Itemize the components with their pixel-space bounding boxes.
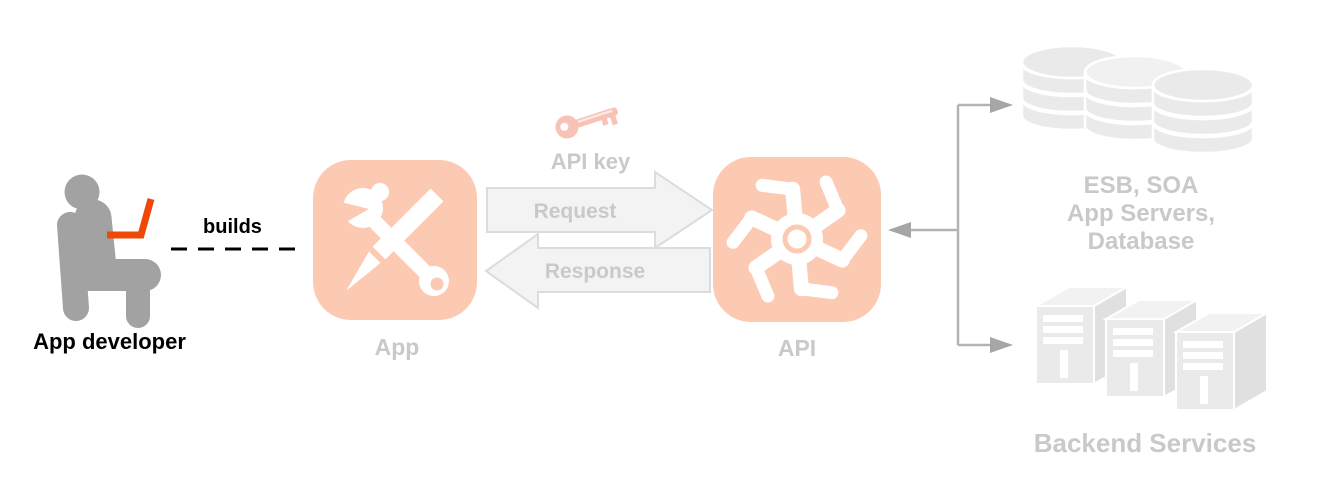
- server-tower: [1172, 311, 1271, 412]
- esb-line-2: App Servers,: [1066, 200, 1216, 227]
- wrench-prong-shape: [371, 183, 389, 201]
- turbine-icon: [713, 157, 881, 322]
- request-arrow-shape: [486, 170, 714, 250]
- person-at-laptop-icon: [57, 174, 161, 328]
- pencil-tip-shape: [346, 251, 381, 291]
- key-tooth-shape: [609, 114, 618, 126]
- arrowhead-to-db: [990, 97, 1013, 113]
- response-arrow: [484, 232, 711, 310]
- response-label: Response: [544, 260, 646, 283]
- key-highlight: [577, 109, 613, 123]
- turbine-hub-ring: [782, 224, 812, 254]
- esb-line-3: Database: [1087, 228, 1195, 255]
- api-label: API: [777, 335, 817, 361]
- esb-soa-label: ESB, SOA App Servers, Database: [1031, 172, 1251, 256]
- api-key-label: API key: [550, 149, 631, 174]
- arrowhead-to-api: [888, 222, 911, 238]
- response-arrow-shape: [484, 232, 711, 310]
- database-stack-icon: [1020, 44, 1255, 155]
- esb-line-1: ESB, SOA: [1083, 172, 1199, 199]
- key-icon: [555, 107, 618, 139]
- request-arrow: [486, 170, 714, 250]
- request-label: Request: [533, 200, 617, 223]
- wrench-ring-hole: [430, 277, 444, 291]
- wrench-handle-shape: [369, 216, 435, 282]
- builds-dashed-line: [171, 247, 305, 251]
- app-developer-label: App developer: [33, 329, 186, 354]
- backend-services-label: Backend Services: [1033, 428, 1257, 458]
- backend-connector: [888, 97, 1013, 353]
- builds-label: builds: [203, 216, 262, 238]
- arrowhead-to-servers: [990, 337, 1013, 353]
- database-cylinder: [1151, 67, 1255, 155]
- laptop-icon: [107, 198, 155, 239]
- key-head-hole: [560, 122, 569, 131]
- server-towers-icon: [1032, 285, 1271, 412]
- wrench-pencil-icon: [313, 160, 477, 320]
- wrench-jaw-notch: [325, 198, 369, 232]
- person-head-shape: [64, 174, 100, 210]
- app-label: App: [374, 334, 420, 360]
- key-tooth-shape: [601, 117, 609, 126]
